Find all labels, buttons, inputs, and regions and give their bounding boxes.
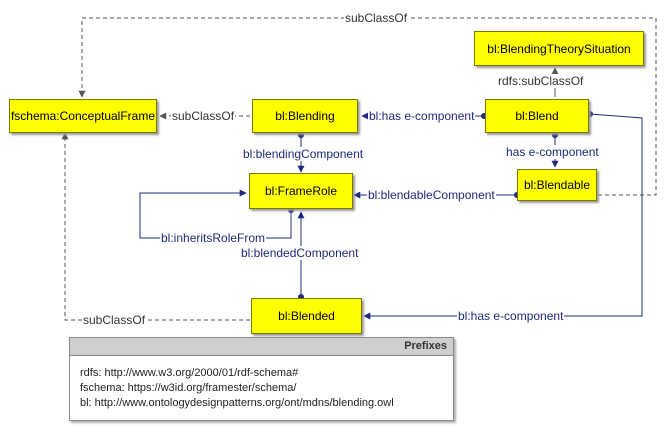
edge-inherits-role xyxy=(139,189,292,239)
prefix-line-fschema: fschema: https://w3id.org/framester/sche… xyxy=(80,382,297,394)
node-blending[interactable]: bl:Blending xyxy=(252,99,358,133)
label-blending-subclass: subClassOf xyxy=(171,109,236,123)
prefixes-title: Prefixes xyxy=(70,338,453,356)
label-blended-subclass: subClassOf xyxy=(82,313,147,327)
edge-blended-has-component xyxy=(363,113,643,320)
label-blend-to-blendable: has e-component xyxy=(505,145,600,159)
node-frame-role[interactable]: bl:FrameRole xyxy=(249,173,353,209)
label-blended-has-component: bl:has e-component xyxy=(457,309,565,323)
edge-dot xyxy=(552,132,558,138)
edge-top-subclass xyxy=(78,17,657,196)
node-blend[interactable]: bl:Blend xyxy=(485,99,589,133)
prefix-line-rdfs: rdfs: http://www.w3.org/2000/01/rdf-sche… xyxy=(80,367,299,379)
edge-dot xyxy=(298,132,304,138)
label-top-subclass: subClassOf xyxy=(344,11,409,25)
label-rdfs-subclass: rdfs:subClassOf xyxy=(497,74,585,88)
node-blendable[interactable]: bl:Blendable xyxy=(517,169,597,201)
label-inherits-role: bl:inheritsRoleFrom xyxy=(160,231,267,245)
label-blended-component: bl:blendedComponent xyxy=(240,246,360,260)
prefixes-box: Prefixes rdfs: http://www.w3.org/2000/01… xyxy=(69,337,454,421)
edge-blended-subclass xyxy=(61,132,250,321)
label-blend-has-component: bl:has e-component xyxy=(368,109,476,123)
label-blending-component: bl:blendingComponent xyxy=(242,147,365,161)
node-blending-theory-situation[interactable]: bl:BlendingTheorySituation xyxy=(474,31,644,66)
node-conceptual-frame[interactable]: fschema:ConceptualFrame xyxy=(9,99,157,133)
node-blended[interactable]: bl:Blended xyxy=(251,298,362,334)
label-blendable-component: bl:blendableComponent xyxy=(367,188,496,202)
prefix-line-bl: bl: http://www.ontologydesignpatterns.or… xyxy=(80,397,394,409)
